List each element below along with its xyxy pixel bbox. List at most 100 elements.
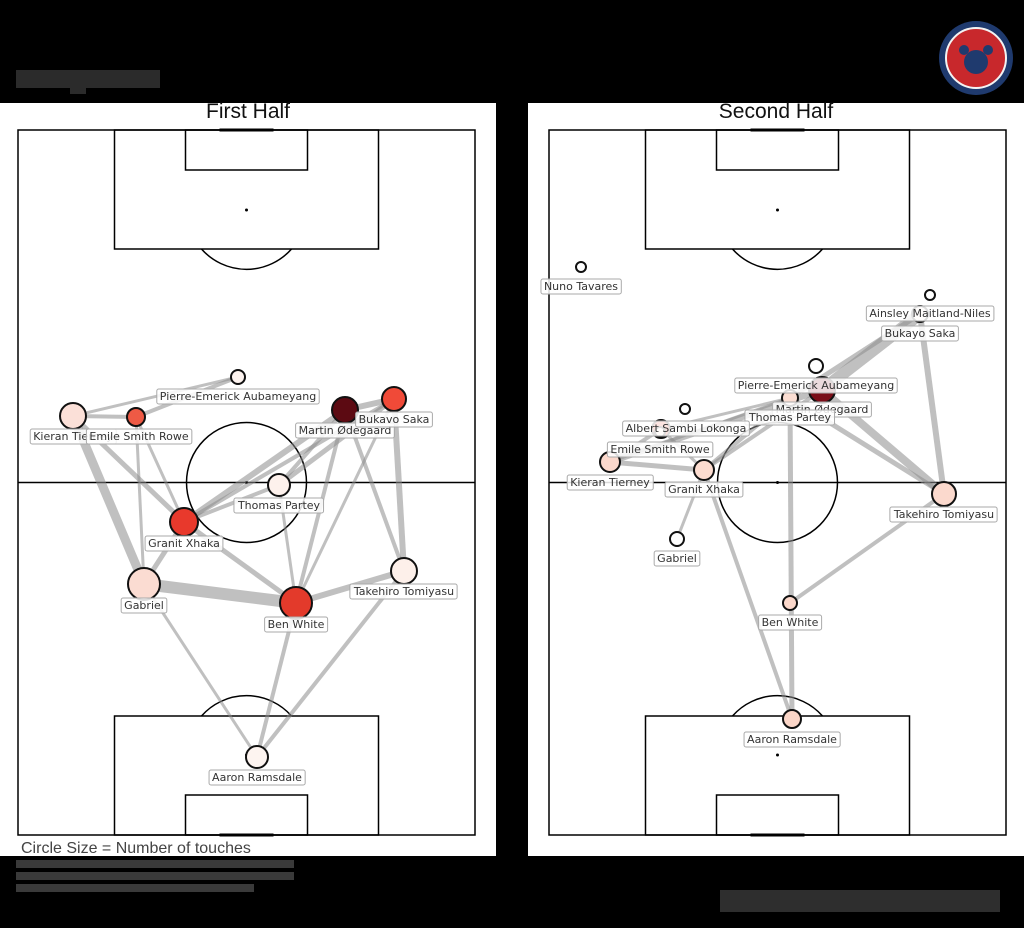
legend-size-note: Circle Size = Number of touches: [21, 840, 251, 857]
pass-edge-h2: [917, 313, 947, 495]
player-label-box: [144, 535, 224, 552]
player-label-h2: Gabriel: [657, 552, 697, 565]
player-label-box: [355, 411, 433, 428]
player-label-box: [566, 474, 654, 491]
player-label-box: [264, 616, 329, 633]
player-label-h2: Kieran Tierney: [570, 476, 650, 489]
player-label-h2: Bukayo Saka: [885, 327, 956, 340]
player-label-h1: Granit Xhaka: [148, 537, 220, 550]
player-node-h2: [931, 481, 957, 507]
pitch-2-bottom-penalty-arc: [731, 694, 824, 717]
player-node-h1: [245, 745, 269, 769]
pass-edge-h2: [609, 459, 705, 473]
player-label-h2: Emile Smith Rowe: [610, 443, 709, 456]
player-label-h2: Granit Xhaka: [668, 483, 740, 496]
pitch-2-top-penalty-area: [644, 129, 911, 250]
player-node-h1: [267, 473, 291, 497]
pass-edge-h2: [702, 469, 794, 720]
player-node-h2: [679, 403, 691, 415]
player-label-box: [208, 769, 306, 786]
player-label-h2: Aaron Ramsdale: [747, 733, 837, 746]
player-label-box: [622, 420, 750, 437]
redacted-header-tail: [70, 88, 86, 94]
player-label-h1: Aaron Ramsdale: [212, 771, 302, 784]
player-label-box: [606, 441, 714, 458]
pass-edge-h1: [391, 398, 407, 572]
player-node-h1: [230, 369, 246, 385]
pitch-2-top-penalty-arc: [731, 248, 824, 271]
player-label-box: [743, 731, 841, 748]
pitch-1-top-goal-area: [184, 129, 309, 171]
player-node-h1: [390, 557, 418, 585]
player-label-h2: Pierre-Emerick Aubameyang: [738, 379, 894, 392]
player-node-h1: [381, 386, 407, 412]
player-label-h2: Albert Sambi Lokonga: [626, 422, 747, 435]
pass-edge-h2: [675, 469, 706, 540]
pitch-lines: [17, 128, 1007, 837]
player-label-box: [540, 278, 622, 295]
player-node-h2: [693, 459, 715, 481]
pass-edge-h2: [787, 397, 795, 720]
player-label-box: [889, 506, 998, 523]
redacted-legend-text: [16, 860, 294, 896]
player-node-h2: [782, 709, 802, 729]
pitch-1-bottom-penalty-arc: [200, 694, 293, 717]
player-label-box: [758, 614, 823, 631]
pitch-2-centre-spot: [776, 481, 779, 484]
player-label-h2: Ben White: [762, 616, 819, 629]
player-nodes: [59, 261, 957, 769]
player-label-box: [865, 305, 995, 322]
player-label-h2: Ainsley Maitland-Niles: [869, 307, 991, 320]
player-label-h2: Takehiro Tomiyasu: [893, 508, 994, 521]
pitch-1-centre-circle: [185, 421, 308, 544]
player-label-h1: Thomas Partey: [237, 499, 321, 512]
player-label-h2: Nuno Tavares: [544, 280, 618, 293]
pitch-1-bottom-goal-area: [184, 794, 309, 836]
player-label-h1: Gabriel: [124, 599, 164, 612]
player-node-h2: [575, 261, 587, 273]
player-label-box: [233, 497, 325, 514]
player-label-box: [349, 583, 458, 600]
pitch-2-top-goal-area: [715, 129, 840, 171]
redacted-header-text: [16, 70, 160, 88]
player-node-h1: [279, 586, 313, 620]
pass-edge-h1: [143, 578, 297, 609]
player-node-h1: [127, 567, 161, 601]
pass-edge-h1: [183, 483, 280, 524]
player-label-h1: Takehiro Tomiyasu: [353, 585, 454, 598]
player-label-box: [120, 597, 168, 614]
pitch-1-top-penalty-area: [113, 129, 380, 250]
player-label-box: [664, 481, 744, 498]
pass-edge-h1: [72, 375, 239, 418]
player-label-h1: Ben White: [268, 618, 325, 631]
pass-edge-h1: [134, 416, 146, 585]
pitch-1-top-penalty-spot: [245, 208, 248, 212]
player-node-h2: [808, 358, 824, 374]
player-label-h2: Thomas Partey: [748, 411, 832, 424]
player-node-h1: [331, 396, 359, 424]
pitch-1-top-penalty-arc: [200, 248, 293, 271]
pitch-2-top-penalty-spot: [776, 208, 779, 212]
player-label-box: [734, 377, 898, 394]
player-label-h1: Emile Smith Rowe: [89, 430, 188, 443]
player-node-h1: [59, 402, 87, 430]
player-label-box: [653, 550, 701, 567]
player-label-box: [881, 325, 959, 342]
player-node-h1: [169, 507, 199, 537]
player-label-box: [85, 428, 193, 445]
player-node-h1: [126, 407, 146, 427]
player-label-h1: Bukavo Saka: [359, 413, 430, 426]
second-half-title: Second Half: [718, 100, 834, 123]
first-half-title: First Half: [206, 100, 290, 123]
pass-edge-h1: [255, 569, 406, 759]
player-node-h2: [924, 289, 936, 301]
redacted-footer-text: [720, 890, 1000, 912]
pitch-2-bottom-penalty-spot: [776, 753, 779, 757]
player-label-box: [156, 388, 320, 405]
player-labels: Kieran Tierney Emile Smith Rowe Pierre-Eme…: [29, 278, 998, 786]
player-node-h2: [782, 595, 798, 611]
player-label-h1: Pierre-Emerick Aubameyang: [160, 390, 316, 403]
pitch-2-bottom-goal-area: [715, 794, 840, 836]
player-label-box: [744, 409, 836, 426]
